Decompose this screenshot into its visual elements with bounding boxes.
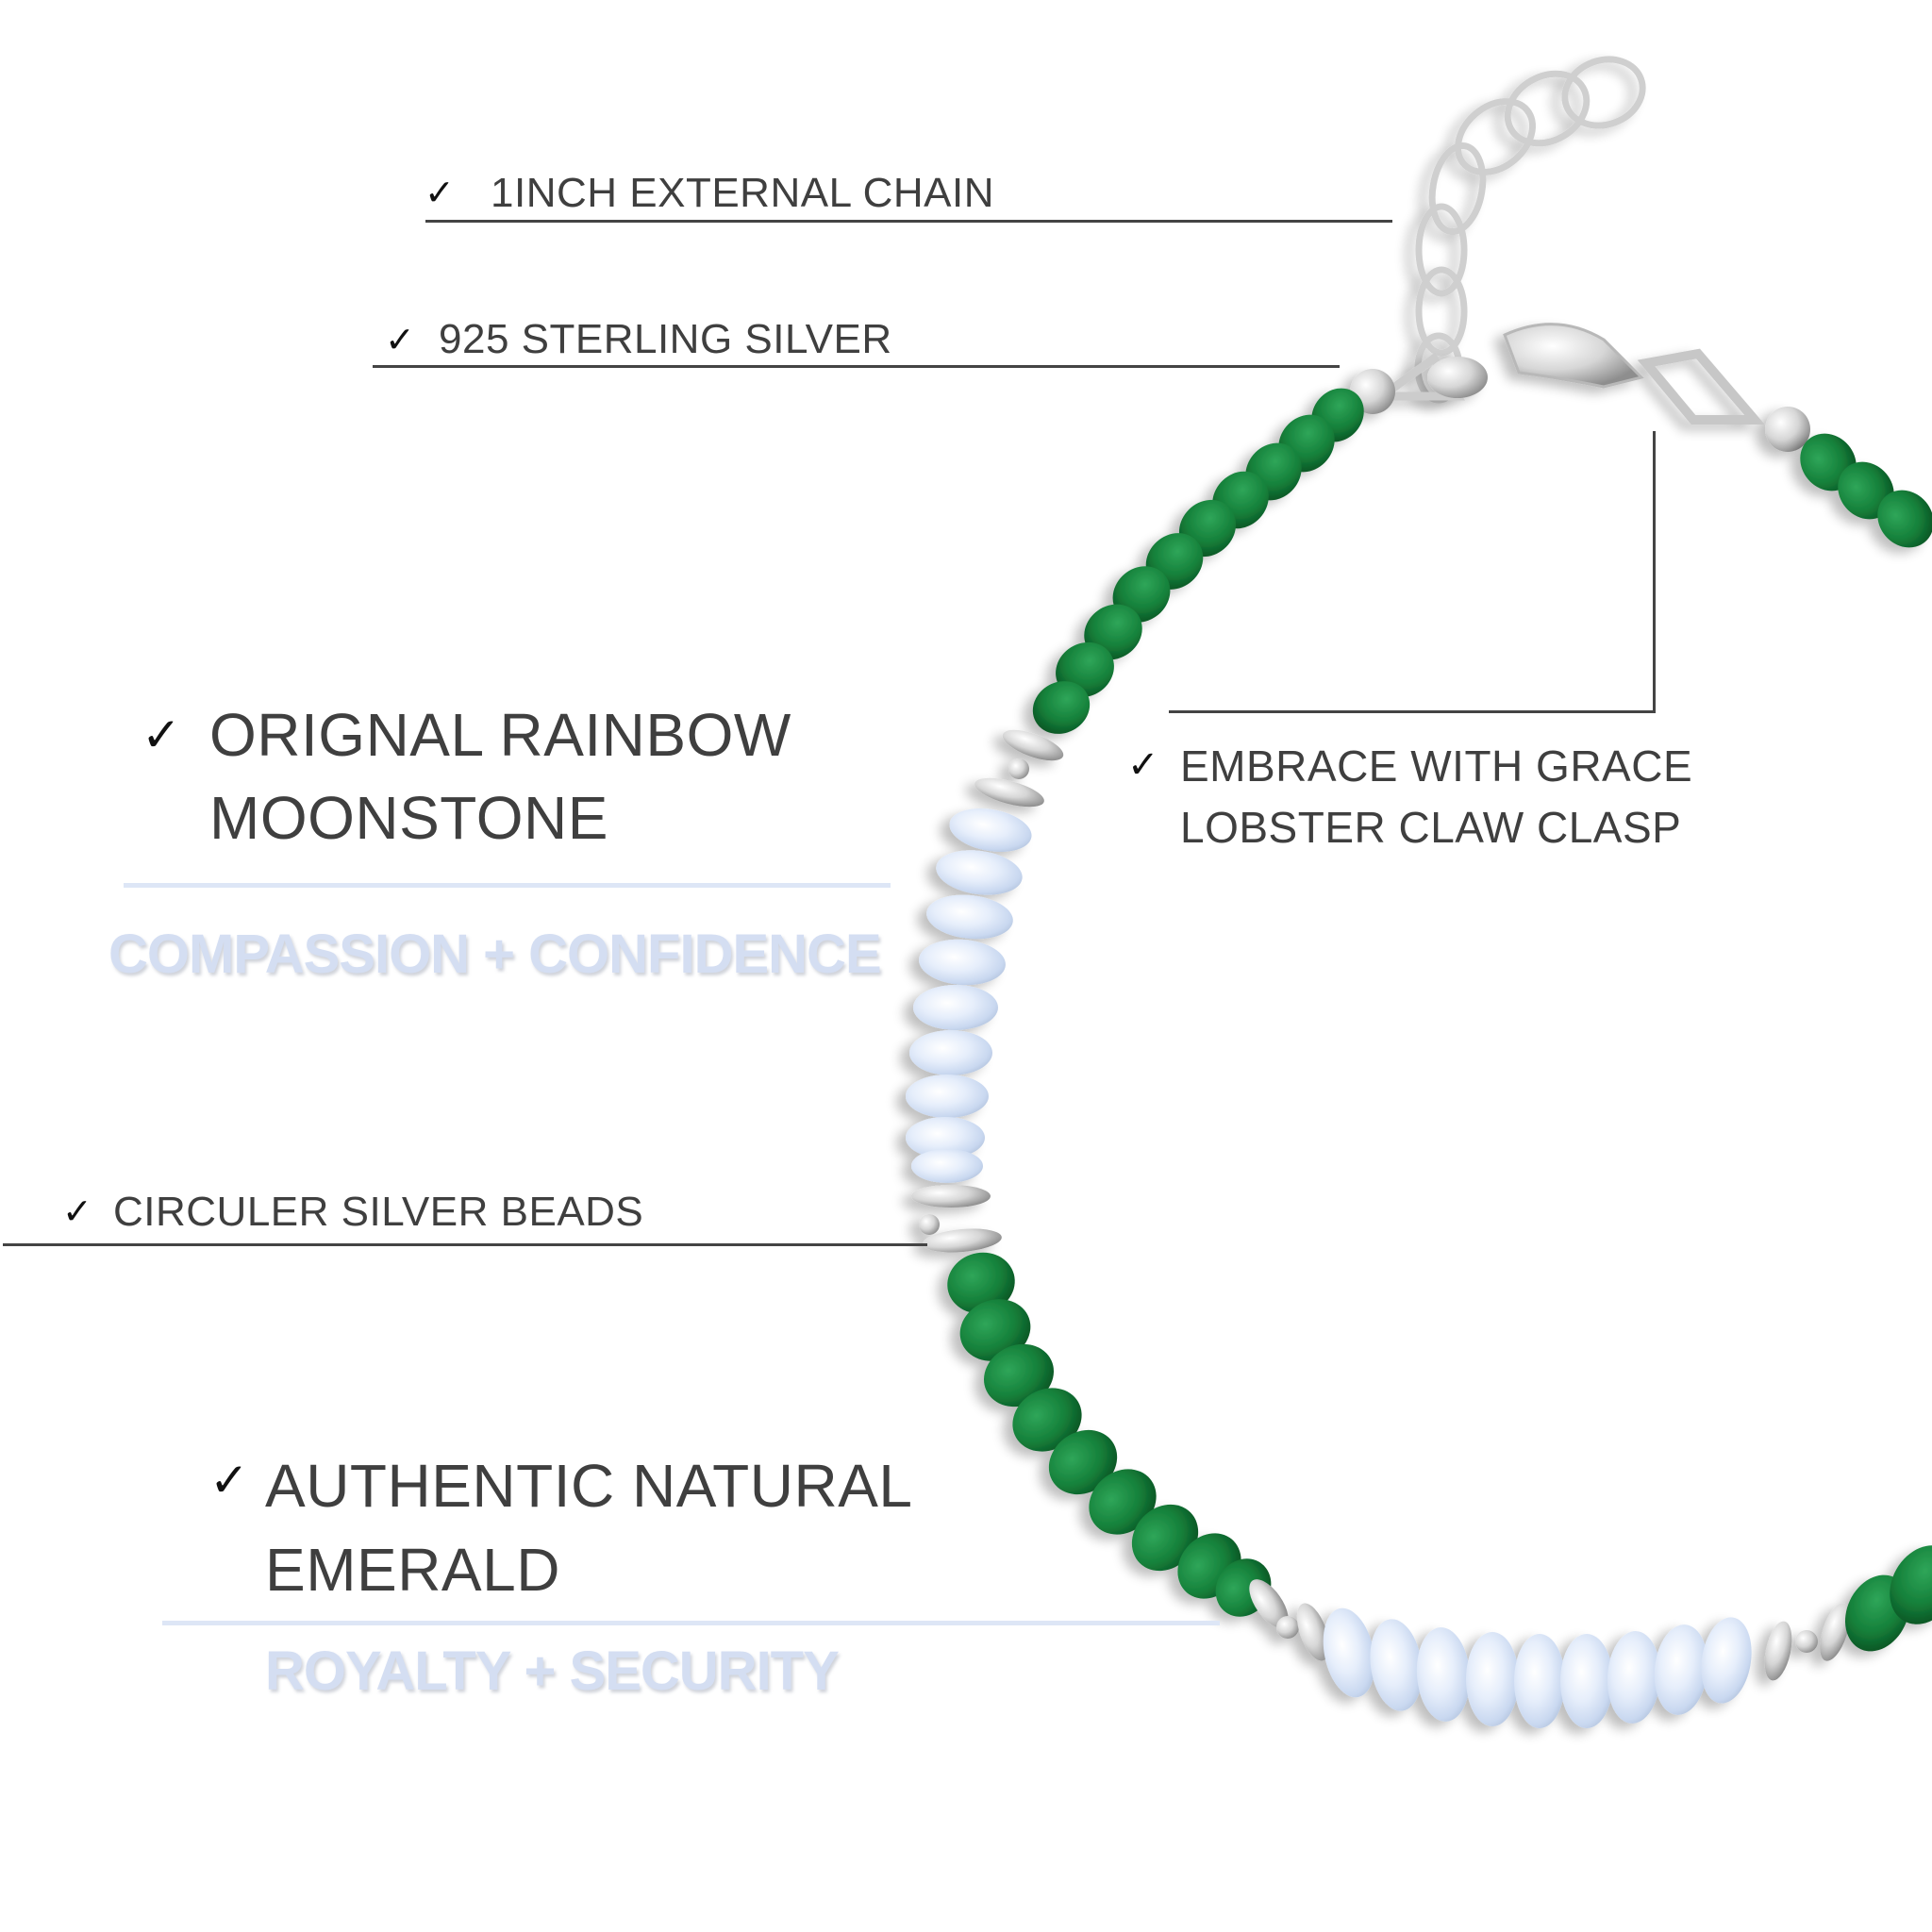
leader-line-sterling-silver bbox=[373, 365, 1340, 368]
callout-moonstone-line2: MOONSTONE bbox=[209, 784, 608, 852]
bead-strand bbox=[906, 388, 1932, 1728]
moonstone-beads-left bbox=[906, 808, 1032, 1183]
callout-clasp-line1: EMBRACE WITH GRACE bbox=[1180, 741, 1693, 791]
emerald-beads-lower bbox=[947, 1252, 1272, 1617]
leader-line-clasp-vertical bbox=[1653, 431, 1656, 712]
check-icon: ✓ bbox=[209, 1453, 249, 1507]
silver-spacers-3 bbox=[1249, 1579, 1330, 1661]
emerald-beads-upper bbox=[1032, 388, 1364, 734]
check-icon: ✓ bbox=[425, 172, 455, 213]
emerald-beads-right bbox=[1800, 433, 1932, 1652]
check-icon: ✓ bbox=[1127, 743, 1159, 787]
callout-external-chain: 1INCH EXTERNAL CHAIN bbox=[491, 170, 995, 216]
check-icon: ✓ bbox=[62, 1191, 92, 1232]
silver-spacers-4 bbox=[1764, 1603, 1850, 1681]
callout-emerald-line1: AUTHENTIC NATURAL bbox=[265, 1452, 913, 1520]
leader-line-silver-beads bbox=[3, 1243, 927, 1246]
leader-line-clasp-horizontal bbox=[1169, 710, 1656, 713]
silver-spacers-2 bbox=[911, 1185, 1002, 1253]
callout-silver-beads: CIRCULER SILVER BEADS bbox=[113, 1189, 644, 1235]
divider-emerald bbox=[162, 1621, 1220, 1625]
callout-emerald-line2: EMERALD bbox=[265, 1536, 560, 1604]
check-icon: ✓ bbox=[142, 708, 181, 762]
moonstone-beads-bottom bbox=[1323, 1607, 1752, 1728]
callout-moonstone-line1: ORIGNAL RAINBOW bbox=[209, 701, 791, 769]
leader-line-external-chain bbox=[425, 220, 1392, 223]
divider-moonstone bbox=[124, 883, 891, 888]
check-icon: ✓ bbox=[385, 319, 415, 360]
callout-clasp-line2: LOBSTER CLAW CLASP bbox=[1180, 803, 1682, 852]
trait-moonstone: COMPASSION + CONFIDENCE bbox=[108, 924, 882, 985]
trait-emerald: ROYALTY + SECURITY bbox=[265, 1641, 840, 1702]
silver-spacers-1 bbox=[974, 729, 1064, 808]
callout-sterling-silver: 925 STERLING SILVER bbox=[439, 316, 892, 362]
